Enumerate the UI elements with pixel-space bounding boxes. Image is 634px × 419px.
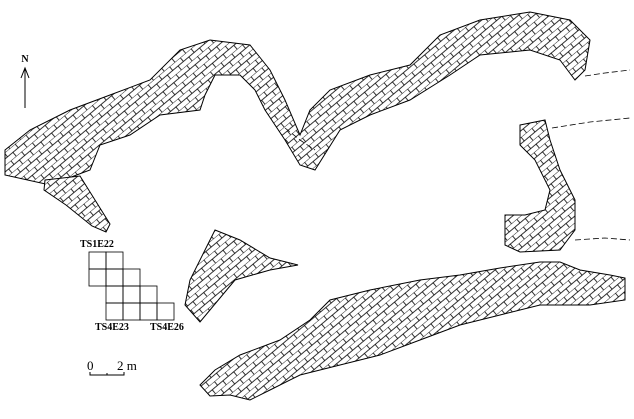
central-rock-outcrop bbox=[184, 229, 299, 323]
grid-square bbox=[139, 302, 158, 321]
scale-start-label: 0 bbox=[87, 358, 94, 373]
grid-square bbox=[88, 268, 107, 287]
lower-cave-wall bbox=[199, 261, 626, 401]
grid-square bbox=[122, 268, 141, 287]
scale-end-label: 2 m bbox=[117, 358, 137, 373]
grid-square bbox=[105, 268, 124, 287]
wall-continuation-line bbox=[584, 69, 631, 77]
right-wall-hook bbox=[504, 119, 576, 253]
excavation-grid bbox=[88, 251, 175, 321]
wall-continuation-line bbox=[284, 127, 316, 151]
upper-cave-wall bbox=[4, 11, 591, 186]
grid-square bbox=[122, 285, 141, 304]
grid-label-ts4e26: TS4E26 bbox=[150, 322, 184, 333]
grid-square bbox=[105, 285, 124, 304]
grid-label-ts4e23: TS4E23 bbox=[95, 322, 129, 333]
grid-label-ts1e22: TS1E22 bbox=[80, 239, 114, 250]
grid-square bbox=[122, 302, 141, 321]
grid-square bbox=[156, 302, 175, 321]
grid-square bbox=[105, 302, 124, 321]
grid-square bbox=[139, 285, 158, 304]
left-wall-spur bbox=[43, 175, 111, 233]
wall-continuation-line bbox=[551, 117, 631, 129]
north-arrow: N bbox=[20, 54, 30, 108]
grid-square bbox=[88, 251, 107, 270]
grid-square bbox=[105, 251, 124, 270]
wall-continuation-line bbox=[574, 237, 631, 241]
north-label: N bbox=[21, 54, 29, 65]
scale-bar: 0 2 m bbox=[87, 358, 137, 376]
